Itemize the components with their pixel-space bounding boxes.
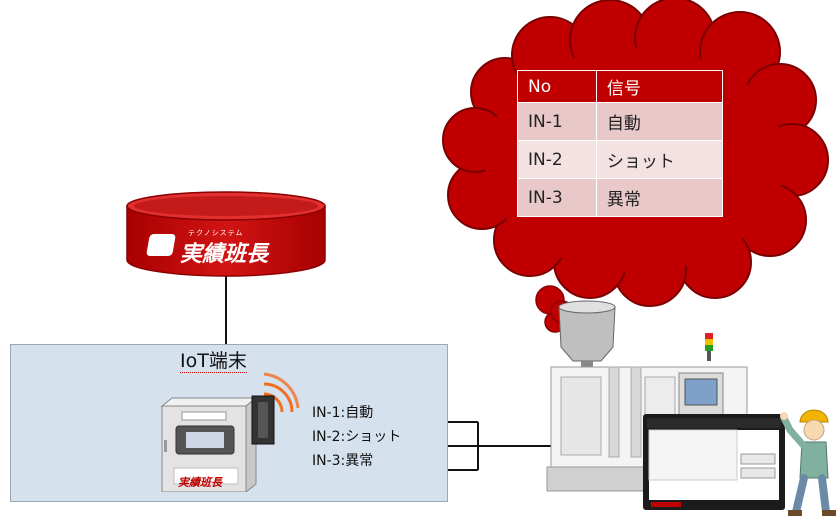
- database-logo-name: 実績班長: [180, 242, 269, 267]
- iot-terminal-title: IoT端末: [180, 350, 247, 373]
- monitor-screen-icon: [643, 414, 785, 510]
- row-no: IN-1: [517, 102, 597, 141]
- table-row: IN-2 ショット: [517, 140, 724, 179]
- iot-device-icon: [160, 372, 300, 492]
- signal-table: No 信号 IN-1 自動 IN-2 ショット IN-3 異常: [517, 70, 724, 217]
- signal-label-1: IN-1:自動: [312, 405, 374, 421]
- row-signal: 自動: [595, 102, 724, 141]
- row-no: IN-3: [517, 178, 597, 217]
- signal-label-3: IN-3:異常: [312, 453, 374, 469]
- table-row: IN-1 自動: [517, 102, 724, 141]
- row-signal: 異常: [595, 178, 724, 217]
- header-no: No: [517, 70, 597, 103]
- worker-figure-icon: [780, 409, 836, 516]
- header-signal: 信号: [595, 70, 724, 103]
- logo-mark-icon: [146, 234, 176, 256]
- table-row: IN-3 異常: [517, 178, 724, 217]
- row-no: IN-2: [517, 140, 597, 179]
- iot-device-label: 実績班長: [178, 476, 222, 489]
- database-logo-small: テクノシステム: [188, 229, 244, 237]
- database-cylinder-icon: [126, 191, 326, 277]
- signal-label-2: IN-2:ショット: [312, 429, 402, 445]
- signal-table-header: No 信号: [517, 70, 724, 103]
- row-signal: ショット: [595, 140, 724, 179]
